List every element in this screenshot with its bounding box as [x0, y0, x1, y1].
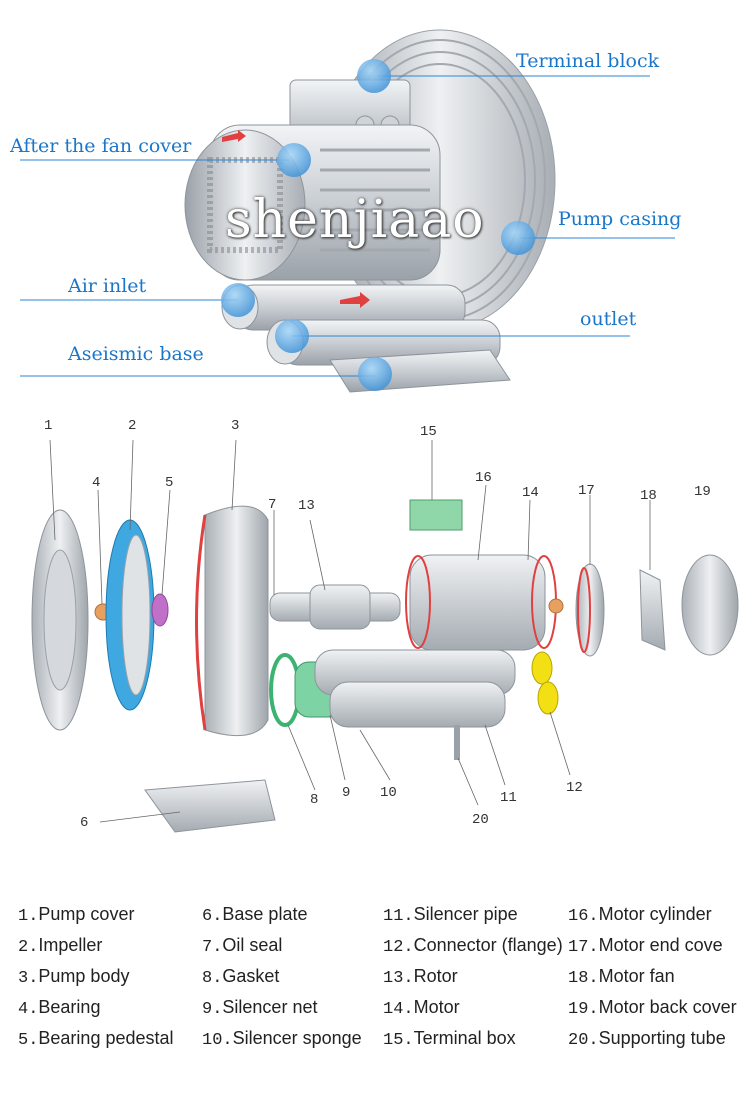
- legend-item-19: 19.Motor back cover: [568, 997, 737, 1019]
- assembled-blower-illustration: [20, 29, 675, 393]
- part-label-7: 7: [268, 497, 277, 513]
- part-label-12: 12: [566, 780, 583, 796]
- outlet-marker: [275, 319, 309, 353]
- part-label-20: 20: [472, 812, 489, 828]
- part-terminal-box: [409, 499, 463, 531]
- legend-item-11: 11.Silencer pipe: [383, 904, 518, 926]
- pump-casing-marker: [501, 221, 535, 255]
- legend-item-9: 9.Silencer net: [202, 997, 318, 1019]
- part-bearing-pedestal: [151, 593, 169, 627]
- legend-item-16: 16.Motor cylinder: [568, 904, 712, 926]
- legend-item-14: 14.Motor: [383, 997, 460, 1019]
- part-label-11: 11: [500, 790, 517, 806]
- part-motor-fan: [639, 569, 666, 651]
- fan-cover-shape: [184, 129, 306, 281]
- fan-cover-marker: [277, 143, 311, 177]
- part-motor-back-cover: [681, 554, 739, 656]
- legend-item-13: 13.Rotor: [383, 966, 458, 988]
- callout-air-inlet: Air inlet: [68, 275, 147, 297]
- part-base-plate: [144, 779, 276, 833]
- legend-item-1: 1.Pump cover: [18, 904, 135, 926]
- part-label-1: 1: [44, 418, 53, 434]
- watermark: shenjiaao: [225, 190, 485, 250]
- part-label-15: 15: [420, 424, 437, 440]
- legend-item-17: 17.Motor end cove: [568, 935, 723, 957]
- part-label-2: 2: [128, 418, 137, 434]
- part-label-10: 10: [380, 785, 397, 801]
- legend-item-7: 7.Oil seal: [202, 935, 283, 957]
- legend-item-2: 2.Impeller: [18, 935, 103, 957]
- part-pump-body: [204, 505, 269, 737]
- legend-item-5: 5.Bearing pedestal: [18, 1028, 174, 1050]
- part-silencer-sponge: [329, 681, 506, 728]
- callout-terminal-block: Terminal block: [516, 50, 660, 72]
- part-label-3: 3: [231, 418, 240, 434]
- legend-item-12: 12.Connector (flange): [383, 935, 563, 957]
- part-label-5: 5: [165, 475, 174, 491]
- exploded-view-illustration: [31, 439, 739, 833]
- part-connector-flange: [531, 651, 553, 685]
- part-label-4: 4: [92, 475, 101, 491]
- part-label-9: 9: [342, 785, 351, 801]
- part-label-13: 13: [298, 498, 315, 514]
- legend-item-18: 18.Motor fan: [568, 966, 675, 988]
- legend-item-10: 10.Silencer sponge: [202, 1028, 362, 1050]
- callout-outlet: outlet: [580, 308, 637, 330]
- aseismic-base-marker: [358, 357, 392, 391]
- callout-aseismic-base: Aseismic base: [68, 343, 204, 365]
- callout-fan-cover: After the fan cover: [10, 135, 192, 157]
- part-label-14: 14: [522, 485, 539, 501]
- legend-item-6: 6.Base plate: [202, 904, 308, 926]
- part-label-6: 6: [80, 815, 89, 831]
- legend-item-4: 4.Bearing: [18, 997, 101, 1019]
- part-label-8: 8: [310, 792, 319, 808]
- part-supporting-tube: [454, 725, 460, 760]
- legend-item-15: 15.Terminal box: [383, 1028, 516, 1050]
- part-label-19: 19: [694, 484, 711, 500]
- part-label-18: 18: [640, 488, 657, 504]
- legend-item-20: 20.Supporting tube: [568, 1028, 726, 1050]
- legend-item-3: 3.Pump body: [18, 966, 130, 988]
- part-label-17: 17: [578, 483, 595, 499]
- air-inlet-marker: [221, 283, 255, 317]
- part-label-16: 16: [475, 470, 492, 486]
- terminal-block-marker: [357, 59, 391, 93]
- callout-pump-casing: Pump casing: [558, 208, 682, 230]
- legend-item-8: 8.Gasket: [202, 966, 280, 988]
